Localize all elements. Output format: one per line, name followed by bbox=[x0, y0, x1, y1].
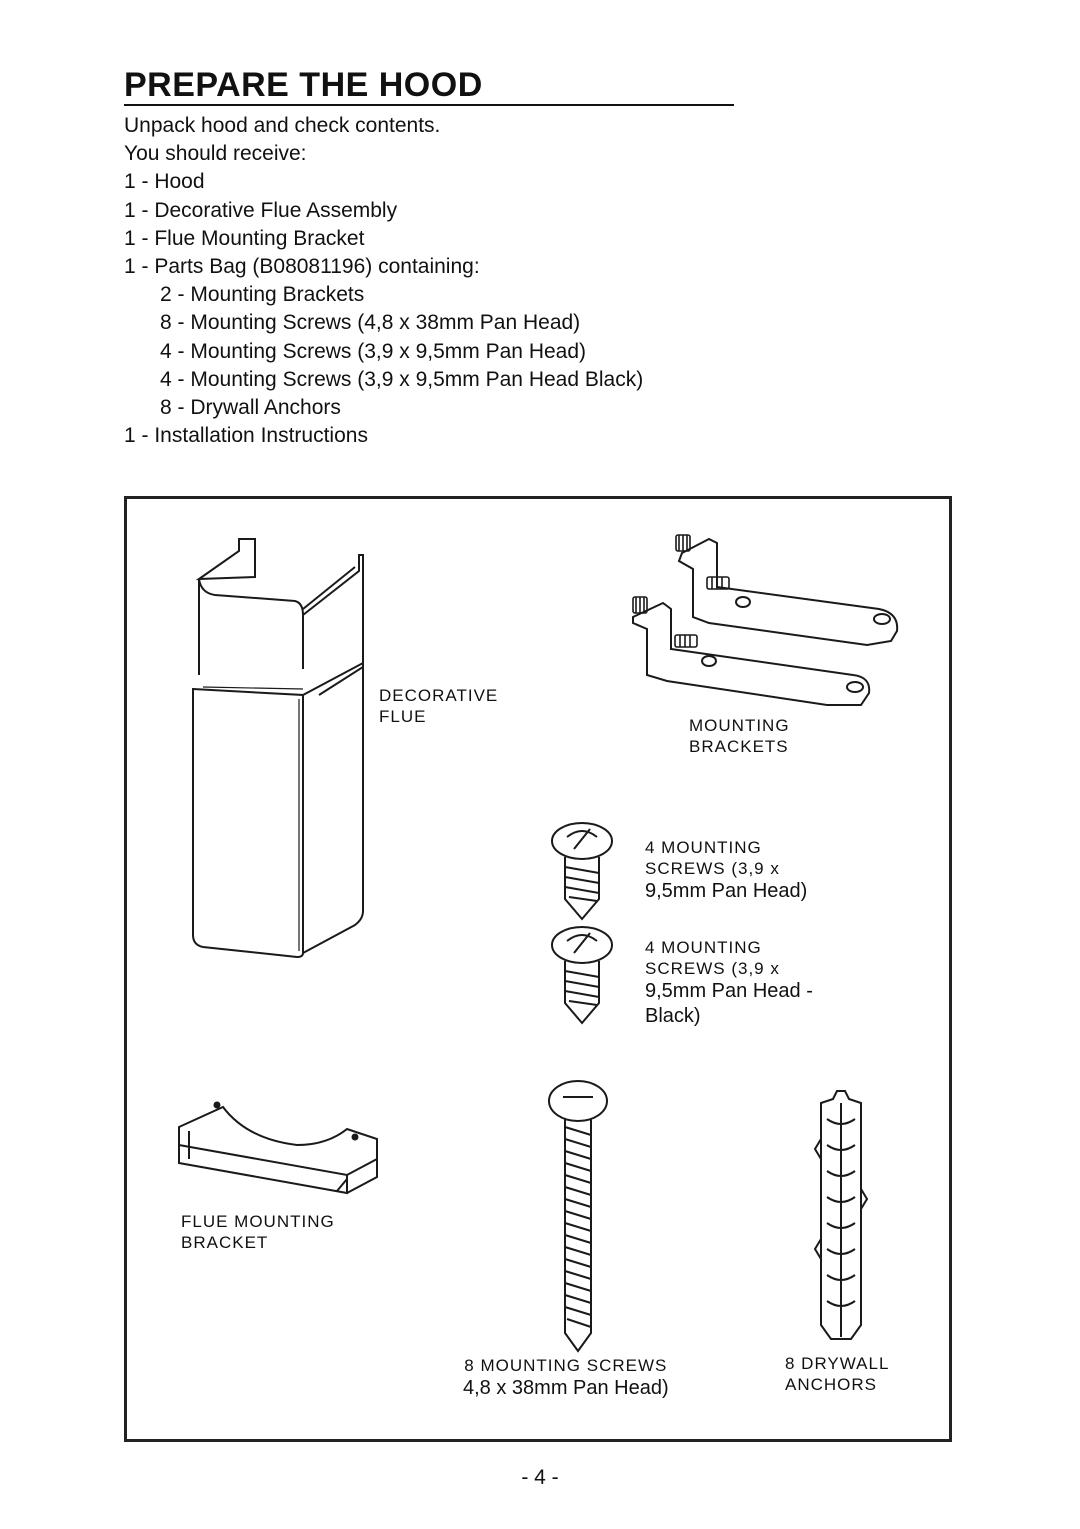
page-title: PREPARE THE HOOD bbox=[124, 66, 483, 104]
contents-item-flue-bracket: 1 - Flue Mounting Bracket bbox=[124, 226, 365, 250]
flue-bracket-drawing bbox=[178, 1101, 378, 1195]
decorative-flue-drawing bbox=[192, 538, 364, 959]
contents-item-parts-bag: 1 - Parts Bag (B08081196) containing: bbox=[124, 255, 480, 279]
parts-drawing bbox=[178, 534, 899, 1353]
long-screws-label: 8 MOUNTING SCREWS 4,8 x 38mm Pan Head) bbox=[463, 1356, 669, 1399]
title-underline bbox=[124, 104, 734, 106]
parts-bag-item: 4 - Mounting Screws (3,9 x 9,5mm Pan Hea… bbox=[160, 367, 644, 391]
contents-item-hood: 1 - Hood bbox=[124, 170, 205, 194]
small-screws-label: 4 MOUNTING SCREWS (3,9 x 9,5mm Pan Head) bbox=[645, 838, 808, 902]
drywall-anchor-drawing bbox=[813, 1090, 869, 1340]
parts-bag-item: 2 - Mounting Brackets bbox=[160, 283, 365, 307]
contents-list: Unpack hood and check contents. You shou… bbox=[124, 112, 643, 450]
flue-bracket-label: FLUE MOUNTING BRACKET bbox=[181, 1212, 335, 1252]
contents-item-flue-assembly: 1 - Decorative Flue Assembly bbox=[124, 198, 398, 222]
intro-line: Unpack hood and check contents. bbox=[124, 114, 441, 137]
page-number: - 4 - bbox=[521, 1466, 559, 1489]
decorative-flue-label: DECORATIVE FLUE bbox=[379, 686, 499, 726]
black-screws-label: 4 MOUNTING SCREWS (3,9 x 9,5mm Pan Head … bbox=[645, 938, 813, 1027]
drywall-anchors-label: 8 DRYWALL ANCHORS bbox=[785, 1354, 890, 1394]
parts-bag-item: 4 - Mounting Screws (3,9 x 9,5mm Pan Hea… bbox=[160, 339, 587, 363]
small-screw-drawing bbox=[551, 822, 613, 921]
parts-bag-item: 8 - Drywall Anchors bbox=[160, 396, 341, 420]
intro-line: You should receive: bbox=[124, 142, 307, 166]
black-screw-drawing bbox=[551, 926, 613, 1025]
mounting-brackets-label: MOUNTING BRACKETS bbox=[689, 716, 790, 756]
long-screw-drawing bbox=[548, 1080, 608, 1353]
contents-item-instructions: 1 - Installation Instructions bbox=[124, 424, 368, 448]
parts-illustration: DECORATIVE FLUE MOUNTING BRACKETS 4 MOUN… bbox=[124, 496, 952, 1442]
mounting-brackets-drawing bbox=[632, 534, 899, 706]
parts-bag-item: 8 - Mounting Screws (4,8 x 38mm Pan Head… bbox=[160, 311, 581, 335]
